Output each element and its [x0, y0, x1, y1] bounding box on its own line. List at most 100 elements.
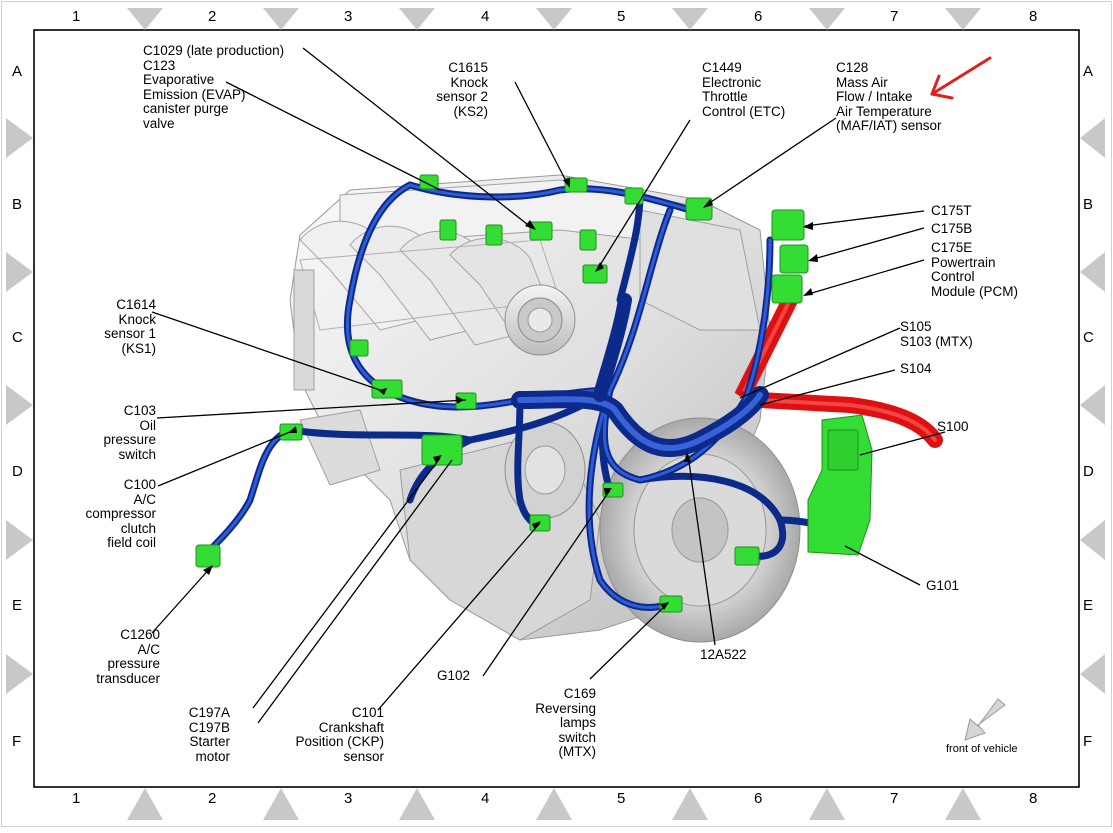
grid-marker-bottom-5 [809, 788, 845, 820]
grid-marker-right-0 [1080, 118, 1105, 158]
grid-row-left-F: F [12, 733, 22, 750]
grid-col-bottom-8: 8 [1029, 790, 1038, 807]
grid-row-right-B: B [1083, 196, 1094, 213]
leader-c101 [377, 522, 541, 711]
grid-row-right-A: A [1083, 63, 1094, 80]
label-c1029: C1029 (late production) C123 Evaporative… [143, 43, 285, 131]
connector-c197 [421, 434, 463, 466]
grid-marker-bottom-0 [127, 788, 163, 820]
label-c175t: C175T [931, 203, 972, 218]
grid-row-left-D: D [12, 463, 23, 480]
annotation-arrow [930, 56, 992, 100]
grid-marker-top-3 [536, 8, 572, 30]
leader-c197b [257, 459, 453, 724]
leader-arrowheads [203, 178, 818, 610]
grid-marker-left-3 [6, 520, 33, 560]
label-s105: S105 S103 (MTX) [900, 319, 973, 349]
leader-c197a [252, 457, 441, 709]
connectors [195, 174, 873, 613]
front-of-vehicle-arrow-icon [964, 698, 1006, 741]
grid-col-top-2: 2 [208, 8, 217, 25]
grid-row-left-A: A [12, 63, 23, 80]
leader-c1614 [151, 311, 381, 391]
grid-row-right-F: F [1083, 733, 1093, 750]
label-c1449: C1449 Electronic Throttle Control (ETC) [702, 60, 786, 119]
grid-marker-left-1 [6, 252, 33, 292]
leader-c1260 [151, 565, 213, 634]
grid-col-bottom-2: 2 [208, 790, 217, 807]
grid-marker-right-3 [1080, 520, 1105, 560]
connector-c175e [771, 274, 803, 304]
grid-marker-left-4 [6, 654, 33, 694]
connector-c1614 [371, 379, 403, 399]
connector-mid [349, 339, 369, 357]
leader-s105 [739, 327, 901, 399]
grid-col-bottom-5: 5 [617, 790, 626, 807]
label-c175b: C175B [931, 221, 973, 236]
connector-intake2 [485, 224, 503, 246]
grid-marker-bottom-1 [263, 788, 299, 820]
connector-top [624, 187, 644, 205]
connector-c1029 [529, 221, 553, 241]
grid-marker-top-2 [399, 8, 435, 30]
grid-marker-bottom-4 [672, 788, 708, 820]
grid-marker-left-0 [6, 118, 33, 158]
pcm-module-slot [827, 429, 859, 471]
grid-row-right-C: C [1083, 329, 1094, 346]
leader-c103 [156, 399, 467, 419]
connector-c175t [771, 209, 805, 241]
label-c1614: C1614 Knock sensor 1 (KS1) [104, 297, 156, 356]
label-c101: C101 Crankshaft Position (CKP) sensor [295, 705, 384, 764]
grid-marker-left-2 [6, 385, 33, 425]
grid-marker-right-2 [1080, 385, 1105, 425]
grid-row-left-C: C [12, 329, 23, 346]
inner-frame [33, 29, 1080, 788]
grid-row-right-D: D [1083, 463, 1094, 480]
label-g101: G101 [926, 578, 960, 593]
leader-c123 [225, 81, 441, 191]
grid-col-top-3: 3 [344, 8, 353, 25]
label-s100: S100 [937, 419, 969, 434]
connector-c175b [779, 244, 809, 274]
leader-12a522 [687, 454, 716, 646]
leader-c175e [804, 259, 925, 296]
connector-top-left [419, 174, 439, 190]
label-c100: C100 A/C compressor clutch field coil [85, 477, 156, 550]
connector-c1449 [582, 264, 608, 284]
grid-row-left-E: E [12, 597, 23, 614]
leader-lines [151, 47, 946, 724]
grid-marker-bottom-2 [399, 788, 435, 820]
label-s104: S104 [900, 361, 932, 376]
label-c1260: C1260 A/C pressure transducer [96, 627, 160, 686]
leader-g102 [482, 489, 611, 677]
grid-row-right-E: E [1083, 597, 1094, 614]
label-front-of-vehicle: front of vehicle [946, 743, 1018, 755]
label-c169: C169 Reversing lamps switch (MTX) [535, 686, 596, 759]
leader-c100 [157, 431, 291, 487]
label-g102: G102 [437, 668, 471, 683]
label-c103: C103 Oil pressure switch [103, 403, 156, 462]
leader-g101 [844, 545, 921, 586]
grid-marker-top-6 [945, 8, 981, 30]
label-c197: C197A C197B Starter motor [188, 705, 230, 764]
grid-markers [6, 8, 1105, 820]
connector-c1260 [195, 544, 221, 568]
grid-col-top-5: 5 [617, 8, 626, 25]
connector-c128 [685, 197, 713, 221]
leader-s100 [859, 431, 946, 456]
leader-c175t [804, 210, 925, 227]
leader-c1615 [514, 81, 569, 186]
grid-row-left-B: B [12, 196, 23, 213]
grid-col-top-1: 1 [72, 8, 81, 25]
connector-intake [439, 219, 457, 241]
leader-c1029 [302, 47, 533, 229]
grid-marker-top-0 [127, 8, 163, 30]
connector-c1615 [564, 177, 588, 193]
grid-marker-top-1 [263, 8, 299, 30]
label-c1615: C1615 Knock sensor 2 (KS2) [436, 60, 488, 119]
connector-intake3 [579, 229, 597, 251]
leader-s104 [759, 369, 896, 406]
leader-c128 [704, 117, 837, 207]
